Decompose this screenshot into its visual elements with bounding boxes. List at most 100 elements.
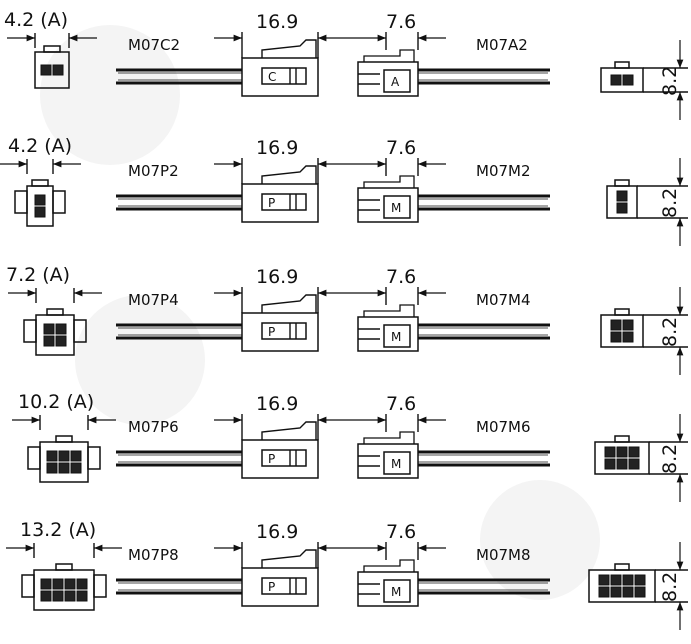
width-dim-label: 13.2 (A) <box>20 519 96 541</box>
pin-cavity <box>76 578 88 590</box>
plug-letter-box <box>261 67 307 85</box>
socket-cavity <box>628 446 640 458</box>
background-shape <box>40 25 180 165</box>
receptacle-model-label: M07M8 <box>476 546 531 564</box>
side-latch <box>27 446 41 470</box>
offset-dim-label: 7.6 <box>386 521 416 543</box>
plug-housing <box>39 441 89 483</box>
height-dim-label: 8.2 <box>659 444 681 474</box>
pin-cavity <box>58 462 70 474</box>
side-latch <box>87 446 101 470</box>
length-dim-label: 16.9 <box>256 393 298 415</box>
width-dimension: 13.2 (A) <box>6 519 122 558</box>
receptacle-letter-box <box>383 451 411 475</box>
socket-cavity <box>628 458 640 470</box>
plug-letter: C <box>268 70 276 84</box>
plug-end-view <box>34 45 70 89</box>
offset-dimension: 7.6 <box>346 137 446 176</box>
socket-cavity <box>610 74 622 86</box>
pin-cavity <box>55 335 67 347</box>
height-dimension: 8.2 <box>649 414 688 502</box>
receptacle-latch <box>363 559 415 572</box>
pin-cavity <box>52 64 64 76</box>
pin-cavity <box>70 450 82 462</box>
receptacle-side-view: M <box>357 175 550 223</box>
pin-cavity <box>34 206 46 218</box>
plug-letter-box <box>261 449 307 467</box>
width-dimension: 4.2 (A) <box>0 135 81 174</box>
plug-latch-ramp <box>261 294 317 313</box>
width-dimension: 10.2 (A) <box>12 391 116 430</box>
length-dimension: 16.9 <box>214 11 346 58</box>
latch-tab <box>55 435 73 443</box>
height-dim-label: 8.2 <box>659 572 681 602</box>
background-shape <box>480 480 600 600</box>
plug-latch-ramp <box>261 165 317 184</box>
receptacle-letter: M <box>391 457 401 471</box>
receptacle-tab <box>614 563 630 571</box>
pin-cavity <box>34 194 46 206</box>
pin-cavity <box>76 590 88 602</box>
pin-cavity <box>52 590 64 602</box>
receptacle-letter-box <box>383 195 411 219</box>
receptacle-end-view <box>606 179 638 219</box>
plug-letter: P <box>268 325 275 339</box>
receptacle-model-label: M07A2 <box>476 36 528 54</box>
socket-cavity <box>622 586 634 598</box>
height-dimension: 8.2 <box>637 158 688 246</box>
plug-letter-box <box>261 193 307 211</box>
receptacle-end-view <box>600 308 644 348</box>
plug-letter: P <box>268 452 275 466</box>
receptacle-latch <box>363 304 415 317</box>
offset-dim-label: 7.6 <box>386 137 416 159</box>
width-dim-label: 7.2 (A) <box>6 264 70 286</box>
receptacle-side-view: A <box>357 49 550 97</box>
receptacle-model-label: M07M6 <box>476 418 531 436</box>
plug-letter-box <box>261 577 307 595</box>
height-dim-label: 8.2 <box>659 317 681 347</box>
offset-dim-label: 7.6 <box>386 393 416 415</box>
socket-cavity <box>598 574 610 586</box>
pin-cavity <box>40 578 52 590</box>
plug-model-label: M07C2 <box>128 36 180 54</box>
plug-body <box>241 183 319 223</box>
receptacle-letter-box <box>383 579 411 603</box>
socket-cavity <box>610 331 622 343</box>
socket-cavity <box>610 586 622 598</box>
plug-latch-ramp <box>261 421 317 440</box>
pin-cavity <box>40 590 52 602</box>
receptacle-letter-box <box>383 69 411 93</box>
receptacle-tab <box>614 435 630 443</box>
plug-model-label: M07P4 <box>128 291 179 309</box>
offset-dimension: 7.6 <box>346 11 446 50</box>
latch-tab <box>43 45 61 53</box>
receptacle-side-view: M <box>357 431 550 479</box>
width-dim-label: 4.2 (A) <box>4 9 68 31</box>
receptacle-letter: A <box>391 75 400 89</box>
receptacle-housing <box>600 67 644 93</box>
plug-end-view <box>14 179 66 227</box>
plug-side-view: P <box>116 549 319 607</box>
plug-letter: P <box>268 580 275 594</box>
side-latch <box>93 574 107 598</box>
socket-cavity <box>622 574 634 586</box>
plug-letter: P <box>268 196 275 210</box>
length-dimension: 16.9 <box>214 137 346 184</box>
plug-side-view: P <box>116 294 319 352</box>
pin-cavity <box>64 590 76 602</box>
length-dimension: 16.9 <box>214 521 346 568</box>
background-shape <box>75 295 205 425</box>
offset-dim-label: 7.6 <box>386 266 416 288</box>
plug-body <box>241 312 319 352</box>
height-dimension: 8.2 <box>643 40 688 120</box>
plug-letter-box <box>261 322 307 340</box>
offset-dimension: 7.6 <box>346 521 446 560</box>
plug-model-label: M07P8 <box>128 546 179 564</box>
pin-cavity <box>43 323 55 335</box>
latch-tab <box>31 179 49 187</box>
pin-cavity <box>46 462 58 474</box>
receptacle-tab <box>614 179 630 187</box>
